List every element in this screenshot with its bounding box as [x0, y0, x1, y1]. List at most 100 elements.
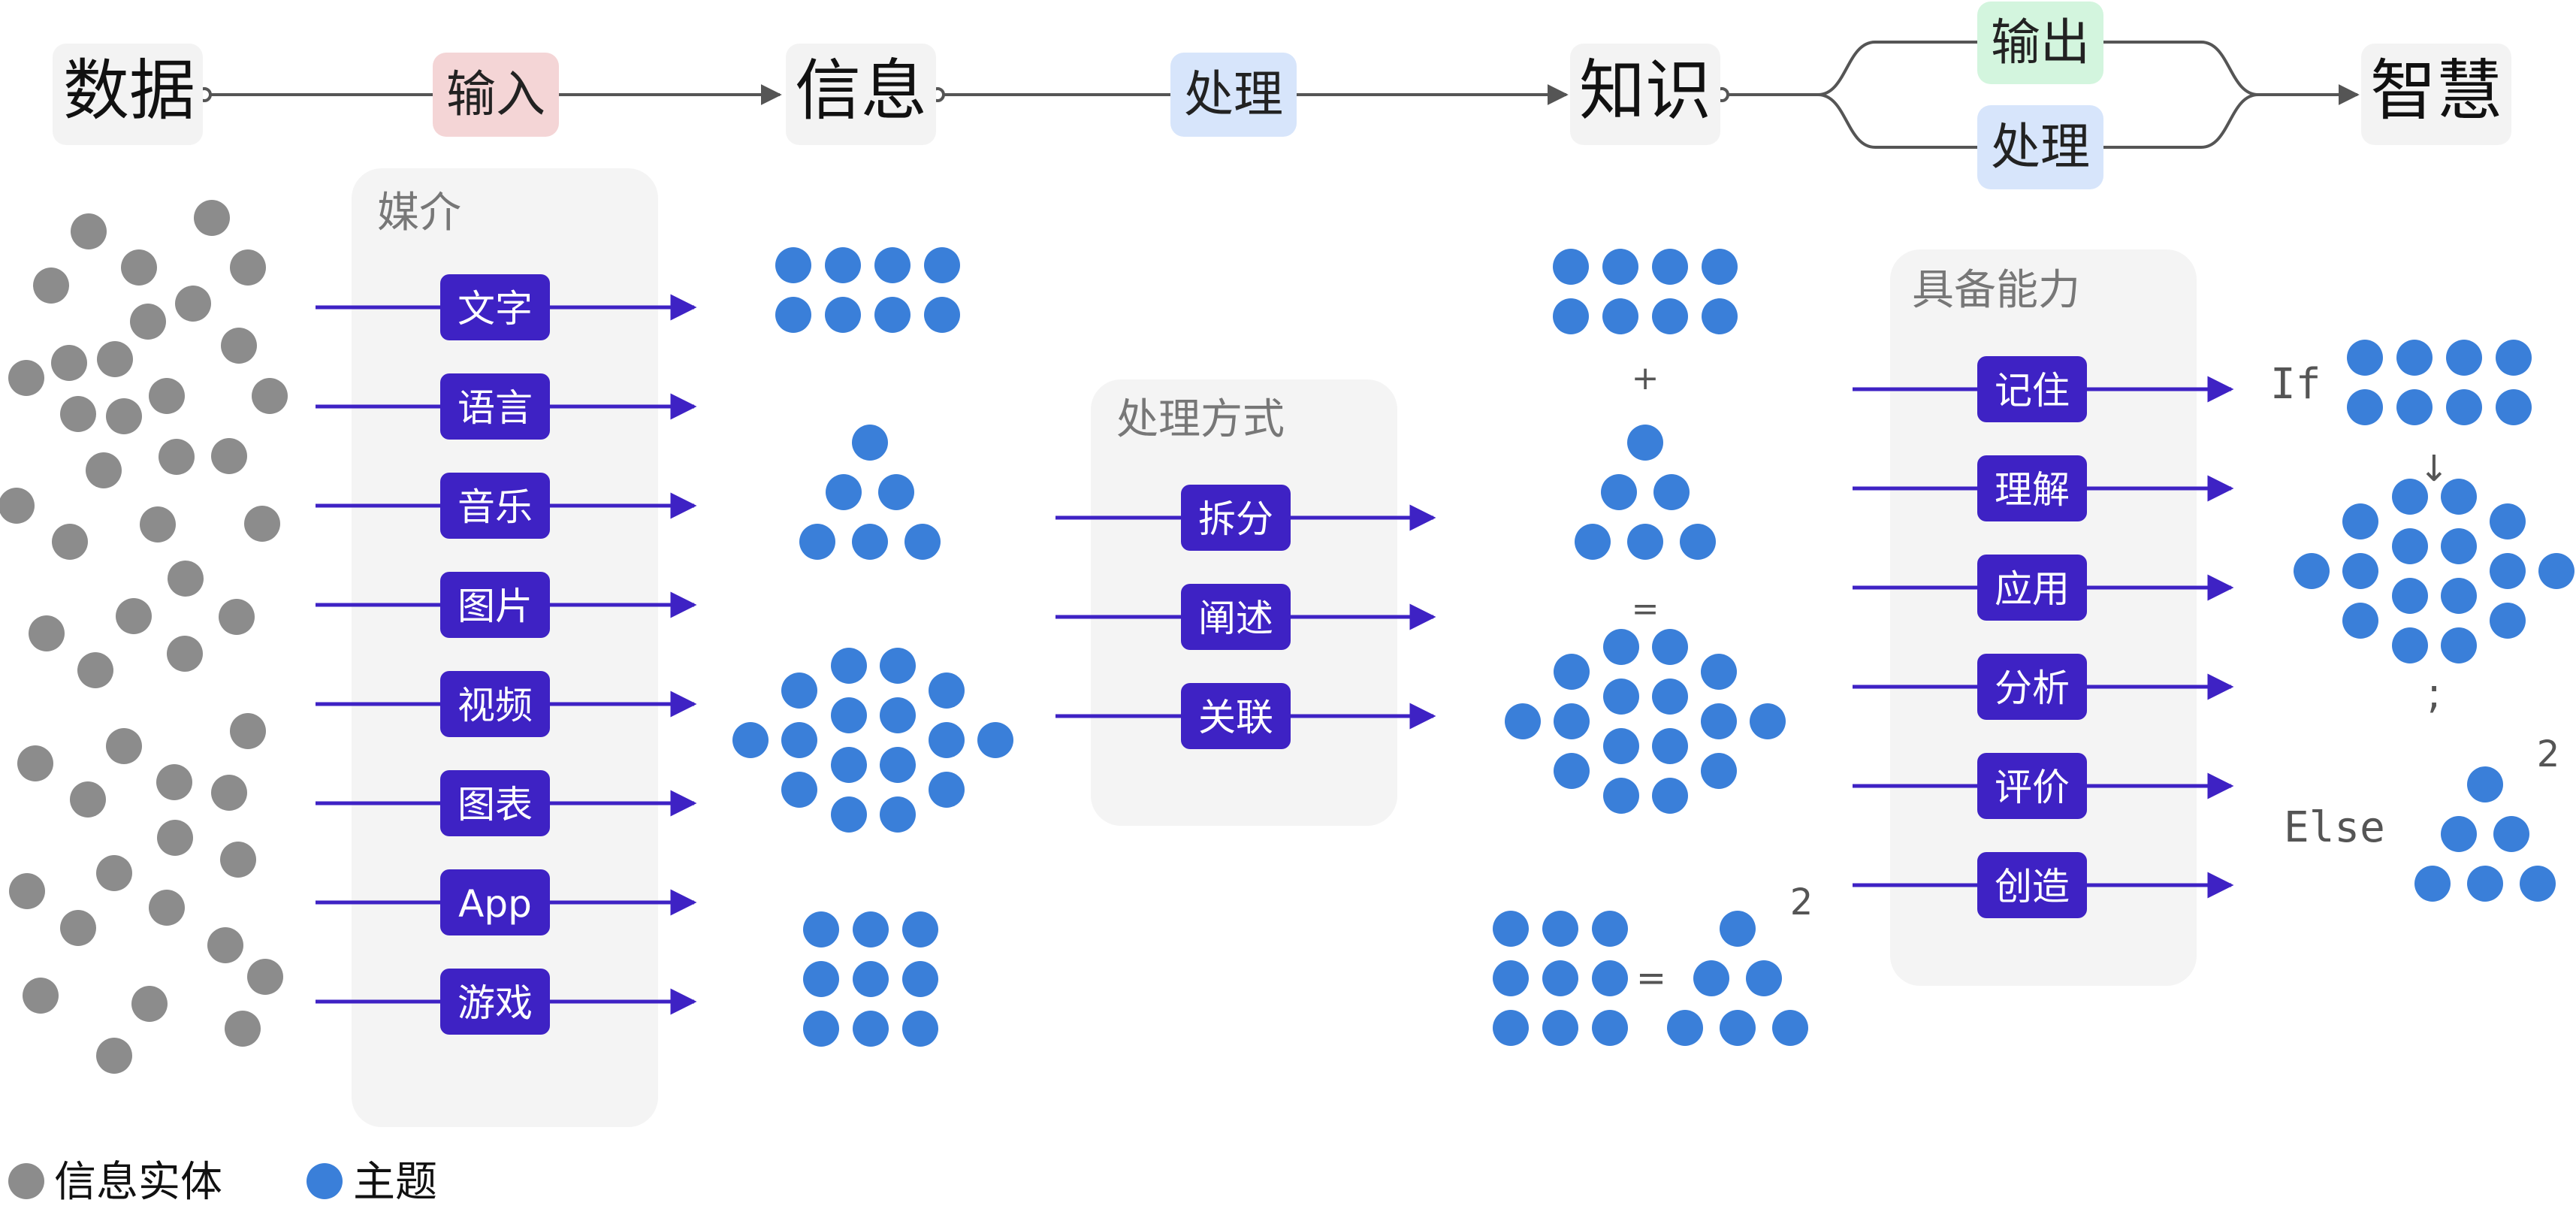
- topic-dot: [2496, 340, 2532, 376]
- information-entity-dot: [106, 398, 142, 434]
- information-entity-dot: [60, 396, 96, 432]
- topic-dot: [2496, 389, 2532, 425]
- topic-dot: [781, 672, 817, 709]
- method-arrows: 拆分 阐述 关联: [1055, 485, 1436, 749]
- topic-dot: [1553, 249, 1589, 285]
- ability-arrow: 分析: [1853, 654, 2234, 720]
- topic-dot: [781, 772, 817, 808]
- information-entity-dot: [86, 452, 122, 488]
- information-entity-dot: [230, 713, 266, 749]
- method-arrow: 拆分: [1055, 485, 1436, 551]
- information-entity-dot: [159, 439, 195, 475]
- stage-wisdom: 智慧: [2361, 44, 2511, 145]
- information-entity-dot: [23, 978, 59, 1014]
- superscript-two-2: 2: [2537, 733, 2560, 775]
- topic-dot: [904, 524, 941, 560]
- media-arrow: 图表: [316, 770, 697, 836]
- topic-dot: [2396, 340, 2433, 376]
- topic-dot: [2342, 503, 2378, 539]
- media-label-app: App: [458, 882, 532, 926]
- information-entity-dot: [33, 267, 69, 304]
- topic-dot: [880, 747, 916, 783]
- ability-label-analyze: 分析: [1995, 666, 2070, 710]
- dot-groups: [0, 200, 2574, 1074]
- topic-dot: [2342, 603, 2378, 639]
- topic-dot: [2441, 479, 2477, 515]
- information-entity-dot: [167, 636, 203, 672]
- transition-input: 输入: [433, 53, 559, 137]
- media-label-image: 图片: [458, 585, 533, 628]
- topic-dot: [1652, 778, 1688, 814]
- media-arrow: 游戏: [316, 969, 697, 1035]
- ability-arrow: 评价: [1853, 753, 2234, 819]
- information-entity-dot: [70, 781, 106, 818]
- semicolon: ;: [2427, 669, 2442, 718]
- topic-dot: [852, 524, 888, 560]
- transition-output: 输出: [1977, 2, 2103, 84]
- information-entity-dot: [17, 745, 53, 781]
- information-entity-dot: [60, 910, 96, 946]
- topic-dot: [2441, 627, 2477, 663]
- topic-dot: [902, 961, 938, 997]
- topic-dot: [853, 1011, 889, 1047]
- topic-dot: [2392, 528, 2428, 564]
- topic-dot: [2392, 578, 2428, 614]
- ability-arrow: 记住: [1853, 356, 2234, 422]
- topic-dot: [1592, 1010, 1628, 1046]
- topic-dot: [874, 297, 911, 333]
- stage-data: 数据: [53, 44, 203, 145]
- topic-dot: [1602, 298, 1638, 334]
- information-entity-dot: [29, 615, 65, 651]
- topic-dot: [929, 672, 965, 709]
- topic-dot: [1680, 524, 1716, 560]
- topic-dot: [1627, 524, 1663, 560]
- topic-dot: [1702, 249, 1738, 285]
- information-entity-dot: [230, 249, 266, 286]
- information-entity-dot: [156, 764, 192, 800]
- method-arrow: 关联: [1055, 683, 1436, 749]
- information-entity-dot: [51, 345, 87, 381]
- ability-label-create: 创造: [1995, 865, 2070, 908]
- ability-arrow: 创造: [1853, 852, 2234, 918]
- operators: + = = 2 ↓ ; If Else 2: [1632, 359, 2560, 999]
- stage-knowledge-label: 知识: [1579, 52, 1711, 129]
- topic-dot: [1554, 703, 1590, 739]
- topic-dot: [1603, 778, 1639, 814]
- superscript-two: 2: [1790, 881, 1813, 923]
- information-entity-dot: [157, 820, 193, 856]
- information-entity-dot: [247, 959, 283, 995]
- information-entity-dot: [96, 1038, 132, 1074]
- information-entity-dot: [220, 842, 256, 878]
- topic-dot: [2441, 578, 2477, 614]
- topic-dot: [2441, 816, 2477, 852]
- topic-dot: [1505, 703, 1541, 739]
- information-entity-dot: [131, 986, 168, 1022]
- topic-dot: [902, 1011, 938, 1047]
- topic-dot: [1652, 679, 1688, 715]
- topic-dot: [1702, 298, 1738, 334]
- topic-dot: [2490, 503, 2526, 539]
- topic-dot: [1701, 654, 1737, 690]
- media-arrow: 视频: [316, 671, 697, 737]
- topic-dot: [2396, 389, 2433, 425]
- stage-knowledge: 知识: [1570, 44, 1720, 145]
- topic-dot: [775, 297, 811, 333]
- media-label-game: 游戏: [458, 981, 533, 1025]
- topic-dot: [803, 911, 839, 948]
- topic-dot: [2347, 340, 2383, 376]
- ability-label-remember: 记住: [1995, 369, 2070, 413]
- transition-output-label: 输出: [1991, 14, 2090, 71]
- topic-dot: [2467, 866, 2503, 902]
- topic-dot: [831, 697, 867, 733]
- media-label-music: 音乐: [458, 485, 533, 529]
- stage-info-label: 信息: [795, 52, 927, 129]
- topic-dot: [1720, 911, 1756, 947]
- media-arrow: 文字: [316, 274, 697, 340]
- topic-dot: [2446, 340, 2482, 376]
- information-entity-dot: [194, 200, 230, 236]
- topic-dot: [924, 247, 960, 283]
- media-label-language: 语言: [458, 386, 533, 430]
- information-entity-dot: [211, 775, 247, 811]
- legend-gray-dot: [8, 1163, 44, 1199]
- topic-dot: [831, 648, 867, 684]
